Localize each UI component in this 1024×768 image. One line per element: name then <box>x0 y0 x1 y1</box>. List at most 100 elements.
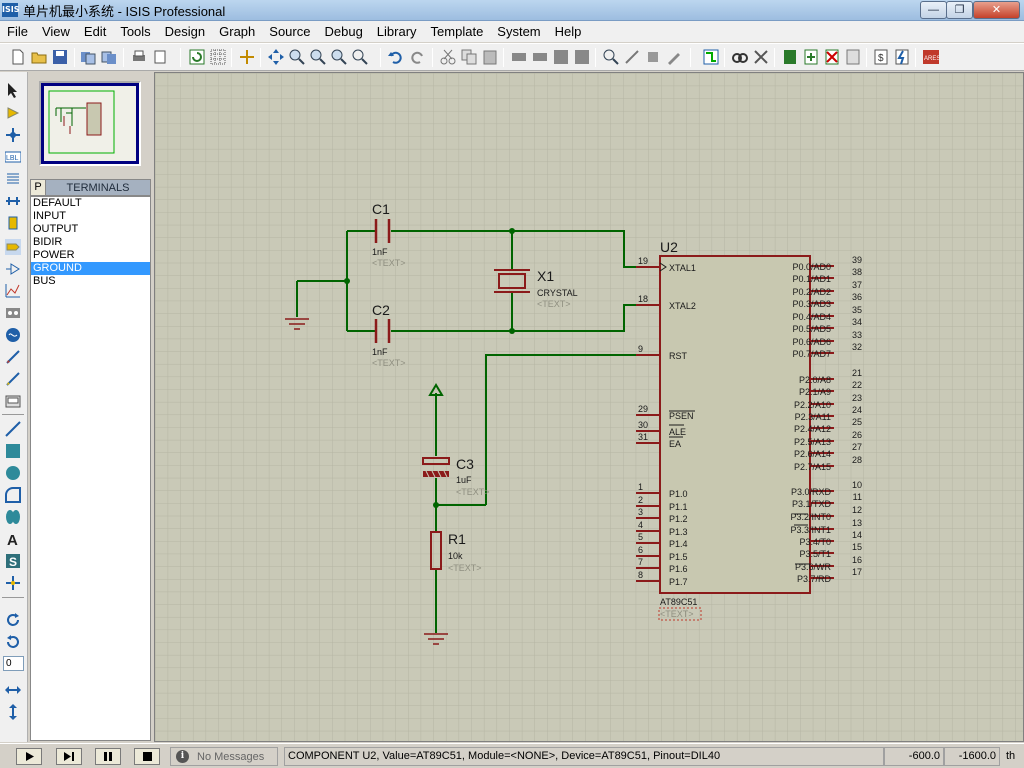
refresh-icon[interactable] <box>189 49 205 65</box>
terminal-item[interactable]: DEFAULT <box>33 197 82 209</box>
bill-of-materials-icon[interactable]: $ <box>873 49 889 65</box>
new-sheet-icon[interactable] <box>782 49 798 65</box>
zoom-in-icon[interactable] <box>289 49 305 65</box>
microcontroller-u2[interactable]: U2 AT89C51 <TEXT> 19XTAL118XTAL29RST29PS… <box>636 239 862 621</box>
device-pins-icon[interactable] <box>5 261 21 277</box>
pick-button[interactable]: P <box>30 179 46 196</box>
rotate-clockwise-icon[interactable] <box>5 612 21 628</box>
undo-icon[interactable] <box>388 49 404 65</box>
copy-icon[interactable] <box>461 49 477 65</box>
package-tool-icon[interactable] <box>645 49 661 65</box>
wire-autorouter-icon[interactable] <box>703 49 719 65</box>
import-icon[interactable] <box>80 49 96 65</box>
pause-button[interactable] <box>95 748 121 765</box>
property-tool-icon[interactable] <box>753 49 769 65</box>
capacitor-c3[interactable]: C3 1uF <TEXT> <box>422 456 490 497</box>
box-2d-icon[interactable] <box>5 443 21 459</box>
arc-2d-icon[interactable] <box>5 487 21 503</box>
remove-sheet-icon[interactable] <box>824 49 840 65</box>
line-2d-icon[interactable] <box>5 421 21 437</box>
zoom-area-icon[interactable] <box>352 49 368 65</box>
block-rotate-icon[interactable] <box>553 49 569 65</box>
circle-2d-icon[interactable] <box>5 465 21 481</box>
rotation-angle-field[interactable]: 0 <box>3 656 24 671</box>
block-delete-icon[interactable] <box>574 49 590 65</box>
menu-design[interactable]: Design <box>164 24 206 39</box>
redo-icon[interactable] <box>409 49 425 65</box>
zoom-out-icon[interactable] <box>310 49 326 65</box>
menu-debug[interactable]: Debug <box>324 24 363 39</box>
save-icon[interactable] <box>52 49 68 65</box>
menu-edit[interactable]: Edit <box>83 24 107 39</box>
terminal-item[interactable]: BUS <box>33 275 56 287</box>
bus-icon[interactable] <box>5 193 21 209</box>
decompose-icon[interactable] <box>666 49 682 65</box>
mirror-vertical-icon[interactable] <box>5 704 21 720</box>
menu-file[interactable]: File <box>7 24 28 39</box>
menu-system[interactable]: System <box>497 24 541 39</box>
pan-icon[interactable] <box>268 49 284 65</box>
symbol-2d-icon[interactable]: S <box>5 553 21 569</box>
open-folder-icon[interactable] <box>31 49 47 65</box>
text-script-icon[interactable] <box>5 171 21 187</box>
crystal-x1[interactable]: X1 CRYSTAL <TEXT> <box>494 268 578 309</box>
step-button[interactable] <box>56 748 82 765</box>
wire-label-icon[interactable]: LBL <box>5 149 21 165</box>
generator-icon[interactable] <box>5 327 21 343</box>
print-area-icon[interactable] <box>152 49 168 65</box>
capacitor-c2[interactable]: C2 1nF <TEXT> <box>372 302 406 368</box>
stop-button[interactable] <box>134 748 160 765</box>
subcircuit-icon[interactable] <box>5 215 21 231</box>
make-device-icon[interactable] <box>624 49 640 65</box>
electrical-check-icon[interactable] <box>894 49 910 65</box>
menu-view[interactable]: View <box>41 24 70 39</box>
messages-area[interactable]: i No Messages <box>170 747 278 766</box>
menu-template[interactable]: Template <box>430 24 484 39</box>
terminal-item[interactable]: INPUT <box>33 210 66 222</box>
block-move-icon[interactable] <box>532 49 548 65</box>
new-file-icon[interactable] <box>10 49 26 65</box>
menu-source[interactable]: Source <box>269 24 311 39</box>
terminal-item[interactable]: OUTPUT <box>33 223 79 235</box>
path-2d-icon[interactable] <box>5 509 21 525</box>
export-icon[interactable] <box>101 49 117 65</box>
current-probe-icon[interactable] <box>5 371 21 387</box>
search-icon[interactable] <box>732 49 748 65</box>
terminal-item-selected[interactable]: GROUND <box>31 262 150 275</box>
rotate-anticlockwise-icon[interactable] <box>5 634 21 650</box>
print-icon[interactable] <box>131 49 147 65</box>
cut-icon[interactable] <box>440 49 456 65</box>
resistor-r1[interactable]: R1 10k <TEXT> <box>430 531 482 573</box>
graph-mode-icon[interactable] <box>5 283 21 299</box>
grid-icon[interactable] <box>210 49 226 65</box>
menu-help[interactable]: Help <box>554 24 582 39</box>
overview-window[interactable] <box>39 81 141 166</box>
component-mode-icon[interactable] <box>5 105 21 121</box>
junction-dot-icon[interactable] <box>5 127 21 143</box>
minimize-button[interactable]: — <box>920 1 947 19</box>
play-button[interactable] <box>16 748 42 765</box>
menu-tools[interactable]: Tools <box>120 24 151 39</box>
ground-symbol-left[interactable] <box>285 318 309 330</box>
power-terminal[interactable] <box>428 383 444 396</box>
capacitor-c1[interactable]: C1 1nF <TEXT> <box>372 201 406 268</box>
block-copy-icon[interactable] <box>511 49 527 65</box>
marker-2d-icon[interactable] <box>5 575 21 591</box>
voltage-probe-icon[interactable] <box>5 349 21 365</box>
terminal-item[interactable]: POWER <box>33 249 75 261</box>
terminals-mode-icon[interactable] <box>5 239 21 255</box>
paste-icon[interactable] <box>482 49 498 65</box>
ground-symbol-bottom[interactable] <box>424 633 448 645</box>
menu-library[interactable]: Library <box>376 24 417 39</box>
pick-device-icon[interactable] <box>603 49 619 65</box>
zoom-all-icon[interactable] <box>331 49 347 65</box>
close-button[interactable]: ✕ <box>973 1 1020 19</box>
netlist-to-ares-icon[interactable]: ARES <box>923 49 939 65</box>
add-sheet-icon[interactable] <box>803 49 819 65</box>
menu-graph[interactable]: Graph <box>219 24 256 39</box>
maximize-button[interactable]: ❐ <box>946 1 973 19</box>
terminal-item[interactable]: BIDIR <box>33 236 63 248</box>
mirror-horizontal-icon[interactable] <box>5 682 21 698</box>
text-2d-icon[interactable]: A <box>5 531 21 547</box>
virtual-instrument-icon[interactable] <box>5 393 21 409</box>
